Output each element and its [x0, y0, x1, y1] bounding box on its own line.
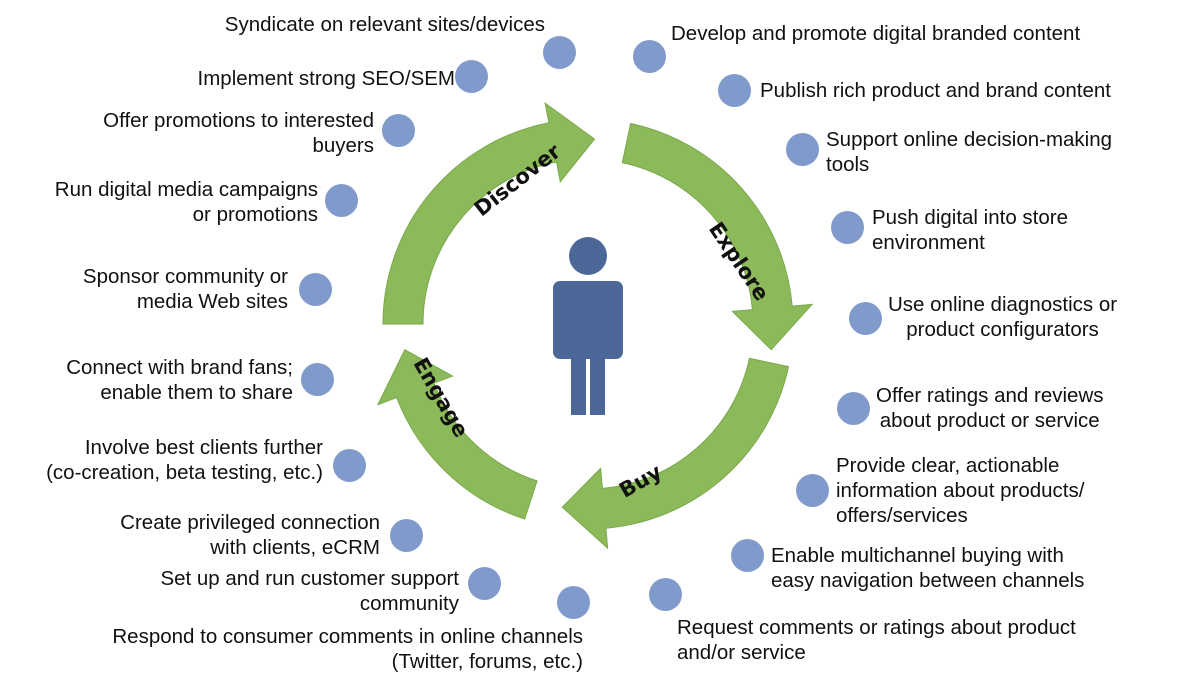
- action-label-best-clients: Involve best clients further (co-creatio…: [46, 435, 323, 485]
- bullet-dot: [557, 586, 590, 619]
- action-label-privileged-connection: Create privileged connection with client…: [120, 510, 380, 560]
- bullet-dot: [455, 60, 488, 93]
- action-label-diagnostics: Use online diagnostics or product config…: [888, 292, 1117, 342]
- label-line: Support online decision-making: [826, 128, 1113, 151]
- bullet-dot: [849, 302, 882, 335]
- bullet-dot: [633, 40, 666, 73]
- label-line: environment: [872, 231, 985, 254]
- bullet-dot: [325, 184, 358, 217]
- label-line: information about products/: [836, 479, 1085, 502]
- action-label-branded-content: Develop and promote digital branded cont…: [671, 21, 1080, 46]
- label-line: product configurators: [906, 318, 1099, 341]
- label-line: Enable multichannel buying with: [771, 544, 1064, 567]
- label-line: and/or service: [677, 641, 806, 664]
- label-line: with clients, eCRM: [210, 536, 380, 559]
- label-line: Publish rich product and brand content: [760, 79, 1112, 102]
- person-icon: [553, 237, 623, 415]
- label-line: Push digital into store: [872, 206, 1069, 229]
- action-label-decision-tools: Support online decision-making tools: [826, 127, 1112, 177]
- label-line: media Web sites: [136, 290, 288, 313]
- action-label-multichannel: Enable multichannel buying with easy nav…: [771, 543, 1084, 593]
- action-label-store-environment: Push digital into store environment: [872, 205, 1068, 255]
- label-line: Respond to consumer comments in online c…: [112, 625, 583, 648]
- action-label-promotions: Offer promotions to interested buyers: [103, 108, 374, 158]
- action-label-seo-sem: Implement strong SEO/SEM: [198, 66, 455, 91]
- bullet-dot: [718, 74, 751, 107]
- label-line: Provide clear, actionable: [836, 454, 1060, 477]
- label-line: Offer promotions to interested: [103, 109, 374, 132]
- label-line: tools: [826, 153, 870, 176]
- label-line: easy navigation between channels: [771, 569, 1085, 592]
- action-label-ratings-reviews: Offer ratings and reviews about product …: [876, 383, 1104, 433]
- bullet-dot: [731, 539, 764, 572]
- label-line: offers/services: [836, 504, 968, 527]
- person-left-leg: [571, 355, 586, 415]
- label-line: (Twitter, forums, etc.): [391, 650, 583, 673]
- action-label-support-community: Set up and run customer support communit…: [160, 566, 459, 616]
- arrow-engage: [376, 349, 538, 520]
- bullet-dot: [301, 363, 334, 396]
- label-line: Connect with brand fans;: [66, 356, 293, 379]
- label-line: buyers: [312, 134, 374, 157]
- arrow-discover: [382, 101, 596, 325]
- label-line: Syndicate on relevant sites/devices: [224, 13, 545, 36]
- bullet-dot: [543, 36, 576, 69]
- action-label-product-information: Provide clear, actionable information ab…: [836, 453, 1084, 528]
- label-line: community: [359, 592, 459, 615]
- cycle-arrows: [376, 101, 814, 550]
- bullet-dot: [299, 273, 332, 306]
- bullet-dot: [468, 567, 501, 600]
- bullet-dot: [382, 114, 415, 147]
- action-label-sponsor-community: Sponsor community or media Web sites: [83, 264, 288, 314]
- action-label-consumer-comments: Respond to consumer comments in online c…: [112, 624, 583, 674]
- label-line: or promotions: [192, 203, 318, 226]
- bullet-dot: [837, 392, 870, 425]
- person-torso: [553, 281, 623, 359]
- label-line: Offer ratings and reviews: [876, 384, 1104, 407]
- label-line: (co-creation, beta testing, etc.): [46, 461, 323, 484]
- label-line: Develop and promote digital branded cont…: [671, 22, 1081, 45]
- label-line: enable them to share: [100, 381, 293, 404]
- arrow-buy: [561, 357, 790, 550]
- action-label-media-campaigns: Run digital media campaigns or promotion…: [55, 177, 318, 227]
- label-line: Request comments or ratings about produc…: [677, 616, 1076, 639]
- bullet-dot: [333, 449, 366, 482]
- action-label-syndicate: Syndicate on relevant sites/devices: [225, 12, 545, 37]
- bullet-dot: [786, 133, 819, 166]
- action-label-request-comments: Request comments or ratings about produc…: [677, 615, 1076, 665]
- bullet-dot: [390, 519, 423, 552]
- action-label-rich-content: Publish rich product and brand content: [760, 78, 1111, 103]
- label-line: Implement strong SEO/SEM: [197, 67, 455, 90]
- label-line: Use online diagnostics or: [888, 293, 1118, 316]
- label-line: Set up and run customer support: [160, 567, 459, 590]
- label-line: about product or service: [879, 409, 1100, 432]
- arrow-explore: [621, 122, 814, 351]
- bullet-dot: [649, 578, 682, 611]
- action-label-brand-fans: Connect with brand fans; enable them to …: [66, 355, 293, 405]
- label-line: Create privileged connection: [120, 511, 380, 534]
- bullet-dot: [796, 474, 829, 507]
- bullet-dot: [831, 211, 864, 244]
- person-right-leg: [590, 355, 605, 415]
- person-head: [569, 237, 607, 275]
- label-line: Sponsor community or: [82, 265, 288, 288]
- label-line: Involve best clients further: [84, 436, 323, 459]
- label-line: Run digital media campaigns: [54, 178, 318, 201]
